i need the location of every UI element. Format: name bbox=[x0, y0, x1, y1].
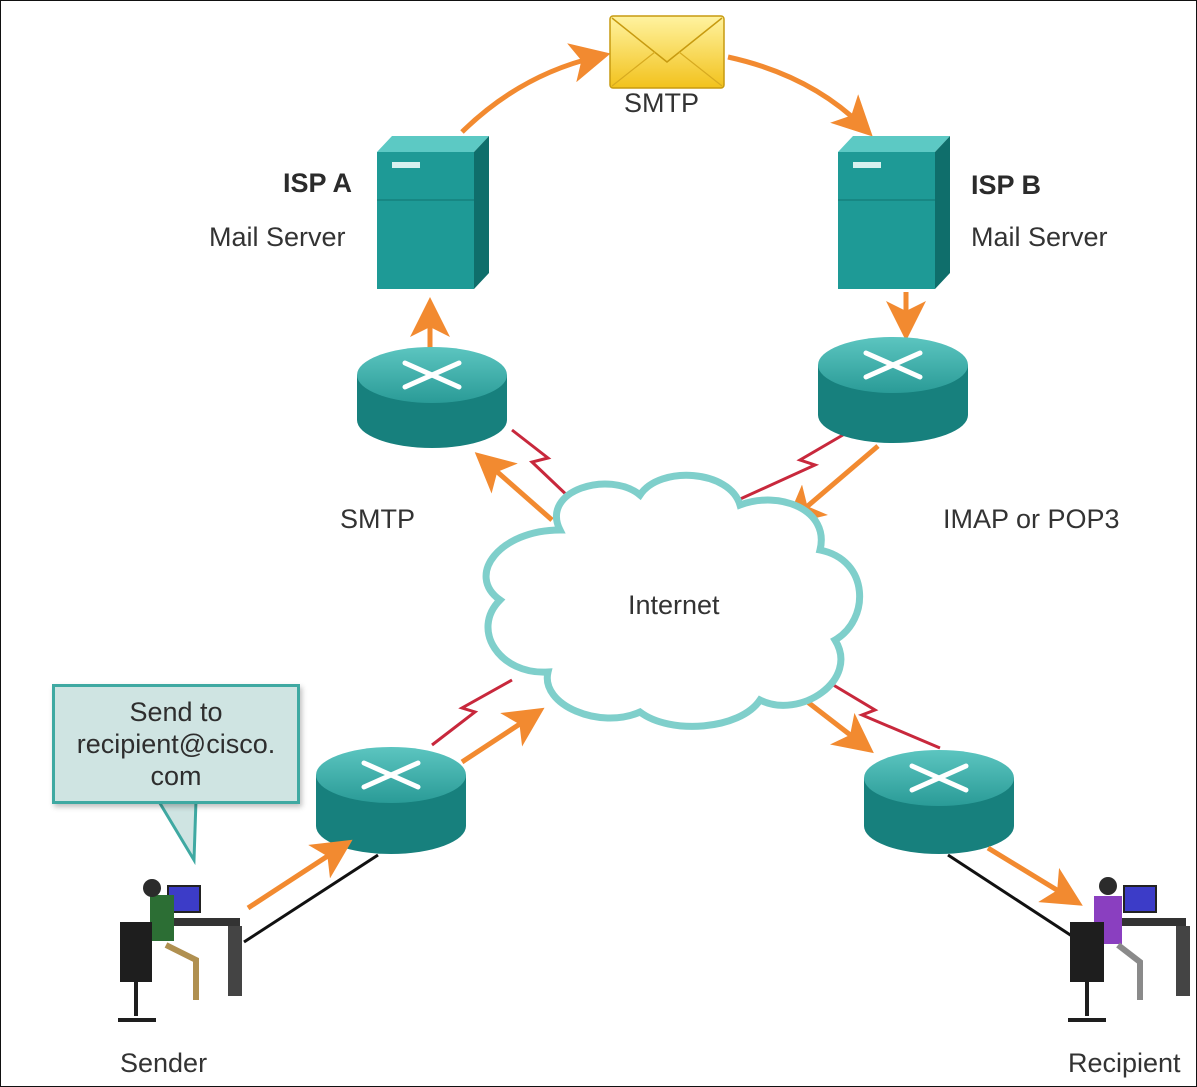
cloud-to-router-a-arrow bbox=[474, 452, 554, 522]
isp-b-role: Mail Server bbox=[971, 222, 1108, 252]
recipient-router-icon bbox=[864, 750, 1014, 854]
serial-link-recipient-router bbox=[824, 678, 941, 750]
sender-router-icon bbox=[316, 747, 466, 854]
isp-b-router-icon bbox=[818, 337, 968, 443]
recipient-label: Recipient bbox=[1068, 1048, 1181, 1078]
speech-bubble: Send to recipient@cisco. com bbox=[52, 684, 300, 804]
isp-a-role: Mail Server bbox=[209, 222, 346, 252]
recipient-workstation-icon bbox=[1068, 877, 1190, 1022]
isp-a-router-icon bbox=[357, 347, 507, 448]
serial-link-sender-router bbox=[431, 678, 513, 747]
smtp-arrow-to-envelope bbox=[460, 43, 611, 134]
cloud-to-recipient-router-arrow bbox=[803, 698, 874, 754]
envelope-icon bbox=[609, 15, 725, 89]
smtp-arrow-from-envelope bbox=[727, 54, 873, 137]
serial-link-router-b bbox=[737, 430, 849, 502]
isp-a-server-icon bbox=[377, 136, 489, 289]
imap-pop3-label: IMAP or POP3 bbox=[943, 504, 1120, 534]
sender-to-router-arrow bbox=[246, 839, 353, 911]
router-b-to-cloud-arrow bbox=[784, 444, 880, 526]
serial-link-router-a bbox=[511, 428, 574, 502]
internet-label: Internet bbox=[628, 590, 720, 620]
sender-workstation-icon bbox=[118, 879, 242, 1022]
speech-bubble-tail bbox=[155, 798, 198, 866]
isp-b-name: ISP B bbox=[971, 170, 1042, 200]
sender-label: Sender bbox=[120, 1048, 208, 1078]
speech-bubble-text: Send to recipient@cisco. com bbox=[76, 697, 276, 791]
smtp-label-top: SMTP bbox=[624, 88, 700, 118]
internet-cloud-icon bbox=[482, 471, 864, 730]
sender-cable bbox=[243, 853, 379, 944]
router-to-recipient-arrow bbox=[986, 845, 1083, 906]
smtp-label-left: SMTP bbox=[340, 504, 416, 534]
isp-a-name: ISP A bbox=[283, 168, 353, 198]
sender-router-to-cloud-arrow bbox=[460, 707, 545, 765]
isp-b-server-icon bbox=[838, 136, 950, 289]
recipient-cable bbox=[947, 853, 1079, 942]
